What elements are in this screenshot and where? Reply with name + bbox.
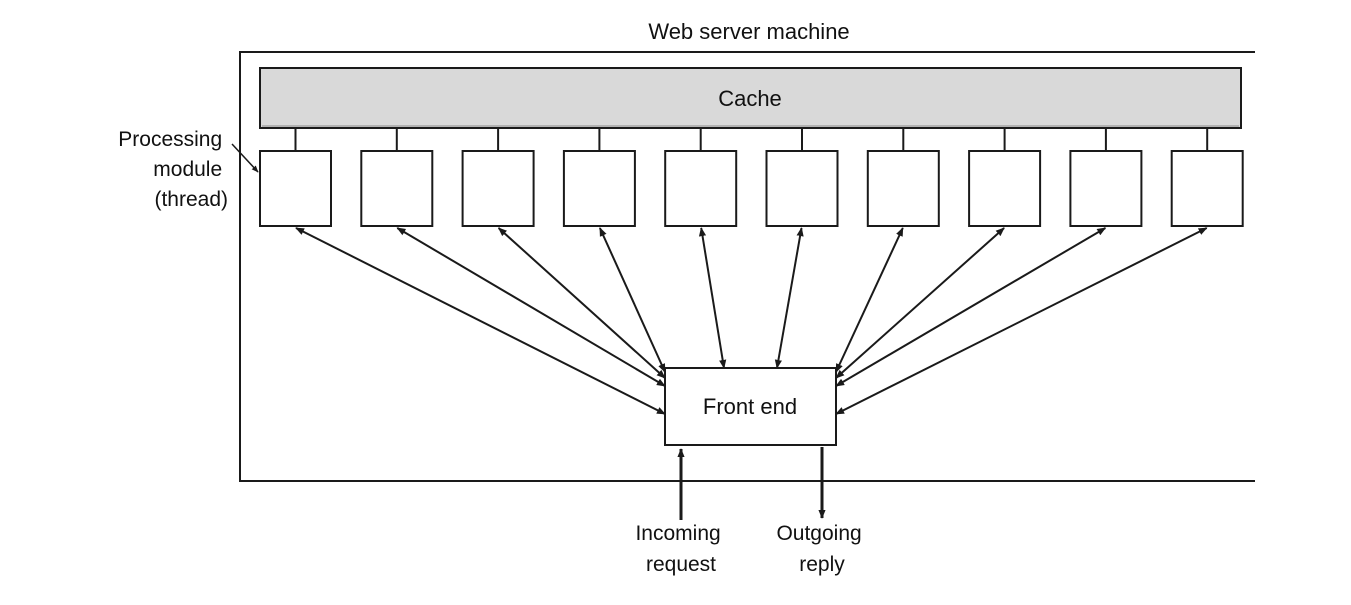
diagram-title: Web server machine (648, 19, 849, 44)
processing-module-2 (360, 150, 434, 227)
processing-module-10 (1170, 150, 1244, 227)
cache-label: Cache (718, 86, 782, 111)
module-arrow-10 (835, 227, 1208, 415)
front-end-box (664, 367, 837, 446)
processing-module-label-line3: (thread) (154, 188, 228, 211)
processing-module-8 (968, 150, 1042, 227)
cache-box (259, 67, 1242, 129)
processing-module-1 (259, 150, 332, 227)
processing-module-label-line2: module (153, 158, 222, 181)
cache-connectors (294, 128, 1209, 151)
processing-module-pointer (231, 143, 259, 173)
machine-boundary (239, 51, 1255, 482)
module-arrow-4 (598, 227, 666, 373)
incoming-label-line1: Incoming (635, 522, 720, 545)
processing-module-6 (765, 150, 839, 227)
module-arrows (295, 227, 1208, 415)
processing-module-9 (1069, 150, 1143, 227)
incoming-label-line2: request (646, 553, 716, 576)
module-arrow-2 (396, 227, 666, 387)
module-arrow-6 (774, 227, 804, 369)
incoming-request-label: Incoming request (635, 522, 726, 576)
processing-module-5 (664, 150, 738, 227)
module-arrow-9 (835, 227, 1107, 387)
module-arrow-5 (698, 227, 727, 369)
module-arrow-1 (295, 227, 666, 415)
processing-module-7 (866, 150, 940, 227)
processing-module-label-line1: Processing (118, 128, 222, 151)
processing-module-4 (562, 150, 636, 227)
processing-module-3 (461, 150, 535, 227)
processing-module-label: Processing module (thread) (118, 128, 228, 211)
outgoing-label-line2: reply (799, 553, 845, 576)
outgoing-reply-label: Outgoing reply (776, 522, 867, 576)
outgoing-label-line1: Outgoing (776, 522, 861, 545)
processing-modules (259, 150, 1244, 227)
module-arrow-7 (835, 227, 904, 373)
front-end-label: Front end (703, 394, 797, 419)
